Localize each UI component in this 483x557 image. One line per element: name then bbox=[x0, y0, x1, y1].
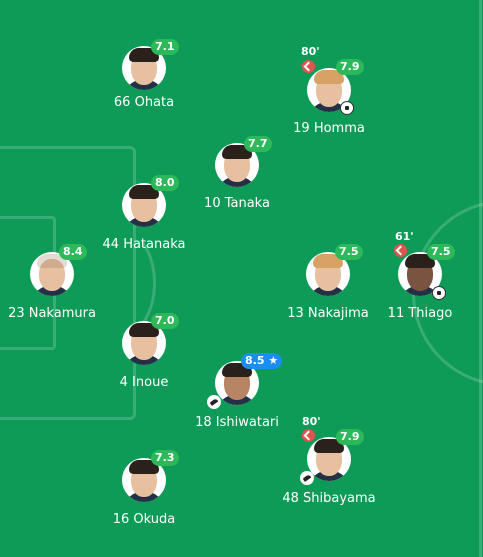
rating-badge-top: 8.5 ★ bbox=[241, 353, 283, 369]
player-tanaka[interactable]: 7.7 10 Tanaka bbox=[177, 136, 297, 223]
player-photo bbox=[122, 458, 166, 502]
player-ohata[interactable]: 7.1 66 Ohata bbox=[84, 39, 204, 126]
player-nakajima[interactable]: 7.5 13 Nakajima bbox=[268, 244, 388, 332]
rating-badge: 7.9 bbox=[336, 429, 364, 445]
player-ishiwatari[interactable]: 8.5 ★ 18 Ishiwatari bbox=[177, 353, 297, 441]
rating-badge: 7.5 bbox=[335, 244, 363, 260]
rating-badge: 7.9 bbox=[336, 59, 364, 75]
player-inoue[interactable]: 7.0 4 Inoue bbox=[84, 313, 204, 401]
substitution-icon bbox=[394, 244, 407, 257]
player-name: 66 Ohata bbox=[113, 95, 175, 110]
player-hatanaka[interactable]: 8.0 44 Hatanaka bbox=[84, 175, 204, 263]
rating-badge: 7.1 bbox=[151, 39, 179, 55]
sub-minute: 61' bbox=[395, 230, 414, 243]
rating-badge: 7.3 bbox=[151, 450, 179, 466]
player-photo bbox=[307, 68, 351, 112]
player-photo bbox=[122, 46, 166, 90]
star-icon: ★ bbox=[268, 354, 279, 367]
player-name: 48 Shibayama bbox=[282, 491, 376, 506]
assist-boot-icon bbox=[207, 395, 221, 409]
rating-badge: 7.7 bbox=[244, 136, 272, 152]
player-name: 23 Nakamura bbox=[8, 306, 96, 321]
player-name: 44 Hatanaka bbox=[102, 237, 186, 252]
player-name: 11 Thiago bbox=[387, 306, 453, 321]
player-photo bbox=[306, 252, 350, 296]
assist-boot-icon bbox=[300, 471, 314, 485]
player-nakamura[interactable]: 8.4 23 Nakamura bbox=[0, 244, 112, 332]
rating-badge: 7.0 bbox=[151, 313, 179, 329]
rating-badge: 8.0 bbox=[151, 175, 179, 191]
player-shibayama[interactable]: 80' 7.9 48 Shibayama bbox=[269, 415, 389, 517]
player-name: 13 Nakajima bbox=[287, 306, 369, 321]
goal-ball-icon bbox=[432, 286, 446, 300]
sub-minute: 80' bbox=[302, 415, 321, 428]
player-okuda[interactable]: 7.3 16 Okuda bbox=[84, 450, 204, 538]
rating-badge: 7.5 bbox=[427, 244, 455, 260]
player-photo bbox=[215, 361, 259, 405]
player-photo bbox=[122, 321, 166, 365]
sub-minute: 80' bbox=[301, 45, 320, 58]
rating-value: 8.5 bbox=[245, 354, 265, 367]
player-name: 16 Okuda bbox=[112, 512, 176, 527]
penalty-arc-left bbox=[90, 230, 156, 336]
player-thiago[interactable]: 61' 7.5 11 Thiago bbox=[360, 230, 480, 332]
player-name: 19 Homma bbox=[293, 121, 365, 136]
goal-ball-icon bbox=[340, 101, 354, 115]
substitution-icon bbox=[302, 60, 315, 73]
halfway-line bbox=[479, 0, 482, 557]
player-homma[interactable]: 80' 7.9 19 Homma bbox=[269, 45, 389, 148]
substitution-icon bbox=[302, 429, 315, 442]
rating-badge: 8.4 bbox=[59, 244, 87, 260]
player-name: 10 Tanaka bbox=[204, 196, 270, 211]
player-name: 4 Inoue bbox=[119, 375, 169, 390]
player-name: 18 Ishiwatari bbox=[195, 415, 279, 430]
